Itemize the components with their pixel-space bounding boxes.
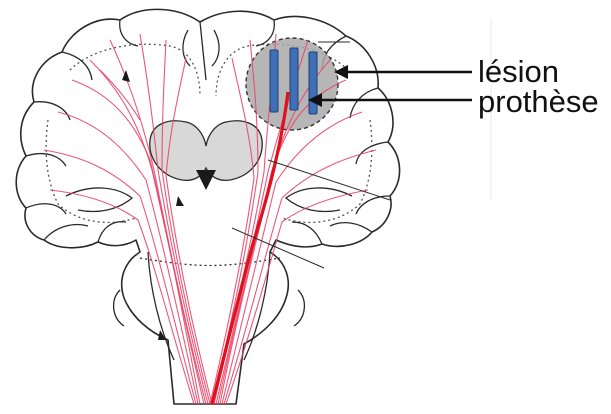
electrode-1 (270, 50, 278, 112)
prothese-label: prothèse (478, 86, 599, 117)
electrodes (270, 48, 317, 114)
lesion-label: lésion (478, 56, 559, 87)
electrode-2 (290, 48, 298, 110)
electrode-3 (309, 52, 317, 114)
